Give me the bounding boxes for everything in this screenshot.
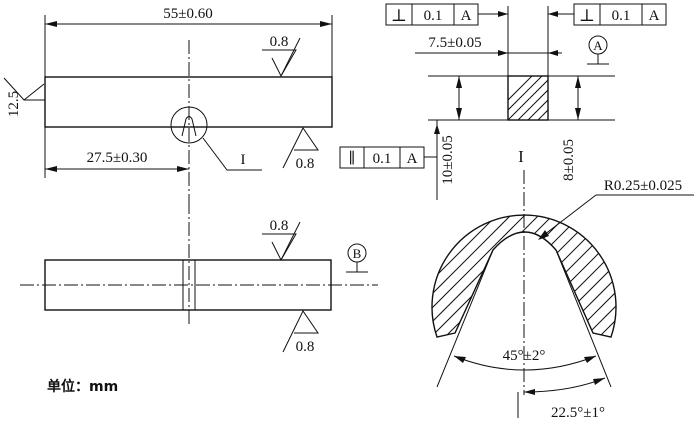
height-right-dimension-text: 8±0.05 — [561, 139, 577, 181]
radius-leader — [539, 194, 597, 239]
angle-dimension-text: 45°±2° — [503, 348, 546, 364]
bottom-roughness-text: 0.8 — [296, 156, 315, 172]
half-angle-arc — [523, 377, 606, 393]
svg-text:0.1: 0.1 — [373, 151, 392, 167]
half-length-dimension-text: 27.5±0.30 — [87, 150, 148, 166]
top-roughness-text: 0.8 — [270, 34, 289, 50]
detail-circle — [170, 106, 208, 144]
svg-text:0.1: 0.1 — [424, 8, 443, 24]
datum-a-label: A — [593, 38, 603, 53]
top-roughness-symbol — [262, 49, 297, 78]
bottom-view-top-roughness — [262, 233, 297, 262]
detail-label-top: I — [241, 152, 246, 168]
svg-text:A: A — [407, 151, 418, 167]
detail-leader — [202, 137, 262, 171]
fcf-top-right: ⊥ 0.1 A — [548, 3, 667, 26]
radius-dimension-text: R0.25±0.025 — [604, 178, 682, 194]
height-left-dimension-text: 10±0.05 — [440, 135, 456, 184]
fcf-left: ∥ 0.1 A — [339, 124, 440, 169]
units-note: 单位：mm — [47, 378, 118, 395]
height-dimension-text: 12.5 — [6, 91, 22, 117]
datum-b-label: B — [353, 246, 362, 261]
detail-profile — [431, 214, 617, 338]
top-view-body — [44, 76, 333, 128]
bottom-view-bottom-roughness — [282, 310, 319, 353]
svg-text:0.1: 0.1 — [612, 8, 631, 24]
bottom-view-top-roughness-text: 0.8 — [270, 218, 289, 234]
angle-arc — [453, 355, 597, 371]
half-angle-dimension-text: 22.5°±1° — [551, 405, 605, 421]
svg-text:A: A — [649, 8, 660, 24]
bottom-view-bottom-roughness-text: 0.8 — [296, 339, 315, 355]
svg-text:∥: ∥ — [349, 150, 356, 167]
bottom-view: 0.8 0.8 B — [20, 200, 378, 355]
svg-text:⊥: ⊥ — [579, 6, 595, 25]
svg-text:⊥: ⊥ — [391, 6, 407, 25]
fcf-top-left: ⊥ 0.1 A — [385, 3, 508, 26]
bottom-roughness-symbol — [282, 127, 319, 169]
length-dimension-text: 55±0.60 — [163, 6, 212, 22]
svg-text:A: A — [461, 8, 472, 24]
width-dimension-text: 7.5±0.05 — [428, 35, 481, 51]
detail-label: I — [518, 147, 524, 166]
section-view: ⊥ 0.1 A ⊥ 0.1 A 7.5±0.05 A — [339, 3, 667, 200]
top-view: 55±0.60 27.5±0.30 12.5 0.8 0.8 I — [3, 6, 333, 200]
